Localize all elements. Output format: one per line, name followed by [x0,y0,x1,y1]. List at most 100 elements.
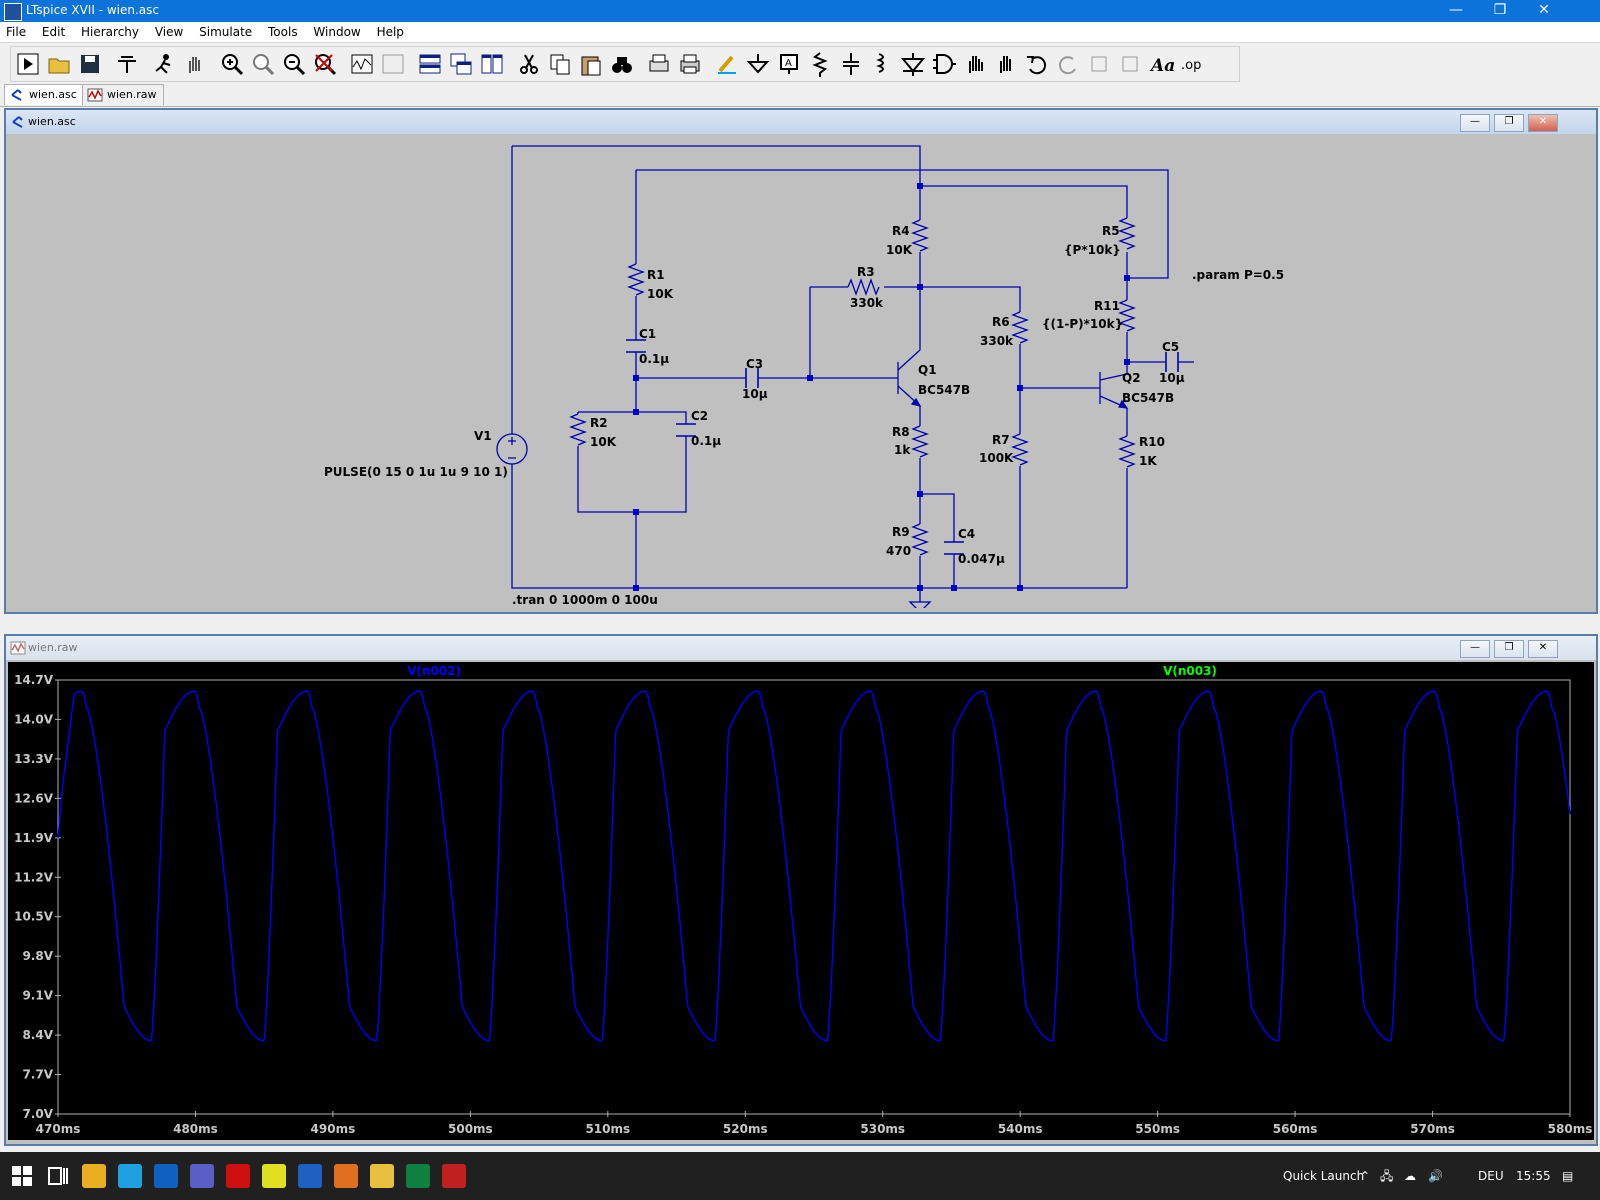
find-icon[interactable] [609,51,635,77]
windows-start-icon[interactable] [10,1164,34,1188]
ground-symbol [908,601,932,608]
plot-disabled-icon[interactable] [380,51,406,77]
tile-horizontal-icon[interactable] [417,51,443,77]
notification-icon[interactable]: ▤ [1562,1169,1574,1183]
waveform-close-button[interactable]: ✕ [1528,640,1558,658]
print-icon[interactable] [677,51,703,77]
zoom-out-icon[interactable] [281,51,307,77]
schematic-restore-button[interactable]: ❐ [1494,114,1524,132]
pan-icon[interactable] [182,51,208,77]
spice-directive-icon[interactable]: .op [1179,51,1205,77]
language-indicator[interactable]: DEU [1478,1169,1504,1183]
trace-v-n002[interactable] [57,690,1571,1042]
r6-label: R6 [992,315,1010,329]
legend-v-n003[interactable]: V(n003) [1163,664,1217,678]
waveform-plot[interactable]: V(n002) V(n003) 14.7V14.0V13.3V12.6V11.9… [8,662,1594,1140]
r11-value: {(1-P)*10k} [1042,317,1123,331]
zoom-in-icon[interactable] [219,51,245,77]
save-icon[interactable] [77,51,103,77]
r7-value: 100K [979,451,1014,465]
legend-v-n002[interactable]: V(n002) [407,664,461,678]
component-icon[interactable] [931,51,957,77]
pen-tool-icon[interactable] [262,1164,286,1188]
tab-wien-raw[interactable]: wien.raw [82,84,164,105]
schematic-close-button[interactable]: ✕ [1528,114,1558,132]
ltspice-icon[interactable] [442,1164,466,1188]
cut-icon[interactable] [516,51,542,77]
open-icon[interactable] [46,51,72,77]
clock[interactable]: 15:55 [1516,1169,1551,1183]
firefox-icon[interactable] [334,1164,358,1188]
excel-icon[interactable] [406,1164,430,1188]
diode-icon[interactable] [900,51,926,77]
word-icon[interactable] [298,1164,322,1188]
acrobat-icon[interactable] [226,1164,250,1188]
plot-icon[interactable] [349,51,375,77]
inductor-icon[interactable] [869,51,895,77]
menu-edit[interactable]: Edit [41,25,66,39]
quick-launch-label[interactable]: Quick Launch [1283,1169,1365,1183]
ground-icon[interactable] [745,51,771,77]
menu-help[interactable]: Help [376,25,404,39]
zoom-fit-icon[interactable] [312,51,338,77]
r9-value: 470 [886,544,911,558]
run-icon[interactable] [15,51,41,77]
transistors [897,349,1129,409]
r7-label: R7 [992,433,1010,447]
copy-icon[interactable] [547,51,573,77]
menu-window[interactable]: Window [313,25,361,39]
outlook-icon[interactable] [154,1164,178,1188]
network-icon[interactable]: 🖧 [1380,1169,1394,1183]
onedrive-icon[interactable]: ☁ [1404,1169,1416,1183]
tile-vertical-icon[interactable] [479,51,505,77]
cascade-icon[interactable] [448,51,474,77]
drag-icon[interactable] [993,51,1019,77]
edge-icon[interactable] [118,1164,142,1188]
waveform-restore-button[interactable]: ❐ [1494,640,1524,658]
waveform-minimize-button[interactable]: — [1460,640,1490,658]
move-icon[interactable] [962,51,988,77]
print-preview-icon[interactable] [646,51,672,77]
menu-hierarchy[interactable]: Hierarchy [81,25,140,39]
zoom-pan-icon[interactable] [250,51,276,77]
restore-button[interactable]: ❐ [1493,2,1507,18]
schematic-canvas[interactable]: R1 10K C1 0.1µ C3 10µ R2 10K C2 0.1µ R3 … [8,136,1590,608]
schematic-window-titlebar: wien.asc — ❐ ✕ [6,110,1596,134]
minimize-button[interactable]: — [1449,2,1463,18]
file-explorer-icon[interactable] [82,1164,106,1188]
rotate-icon[interactable] [1086,51,1112,77]
voltage-source [496,433,528,465]
task-view-icon[interactable] [46,1164,70,1188]
label-net-icon[interactable]: A [776,51,802,77]
menu-file[interactable]: File [6,25,27,39]
draw-wire-icon[interactable] [714,51,740,77]
tab-wien-asc[interactable]: wien.asc [4,84,84,105]
chevron-up-icon[interactable]: ⌃ [1360,1169,1371,1183]
resistor-icon[interactable] [807,51,833,77]
menu-simulate[interactable]: Simulate [199,25,253,39]
r3-value: 330k [850,296,884,310]
menu-view[interactable]: View [154,25,184,39]
volume-icon[interactable]: 🔊 [1428,1169,1443,1183]
menu-tools[interactable]: Tools [268,25,298,39]
c1-value: 0.1µ [639,352,669,366]
close-button[interactable]: ✕ [1538,2,1550,18]
waveform-icon [87,88,103,102]
capacitor-icon[interactable] [838,51,864,77]
redo-icon[interactable] [1055,51,1081,77]
schematic-minimize-button[interactable]: — [1460,114,1490,132]
y-tick-label: 12.6V [14,791,54,805]
teams-icon[interactable] [190,1164,214,1188]
mirror-icon[interactable] [1117,51,1143,77]
r10-value: 1K [1139,454,1157,468]
run-halt-icon[interactable] [151,51,177,77]
v1-value: PULSE(0 15 0 1u 1u 9 10 1) [324,465,508,479]
text-icon[interactable]: Aa [1148,51,1175,77]
schematic-window-title: wien.asc [28,115,76,128]
r1-value: 10K [647,287,674,301]
paste-icon[interactable] [578,51,604,77]
folder-icon[interactable] [370,1164,394,1188]
undo-icon[interactable] [1024,51,1050,77]
control-panel-icon[interactable] [114,51,140,77]
c2-value: 0.1µ [691,434,721,448]
